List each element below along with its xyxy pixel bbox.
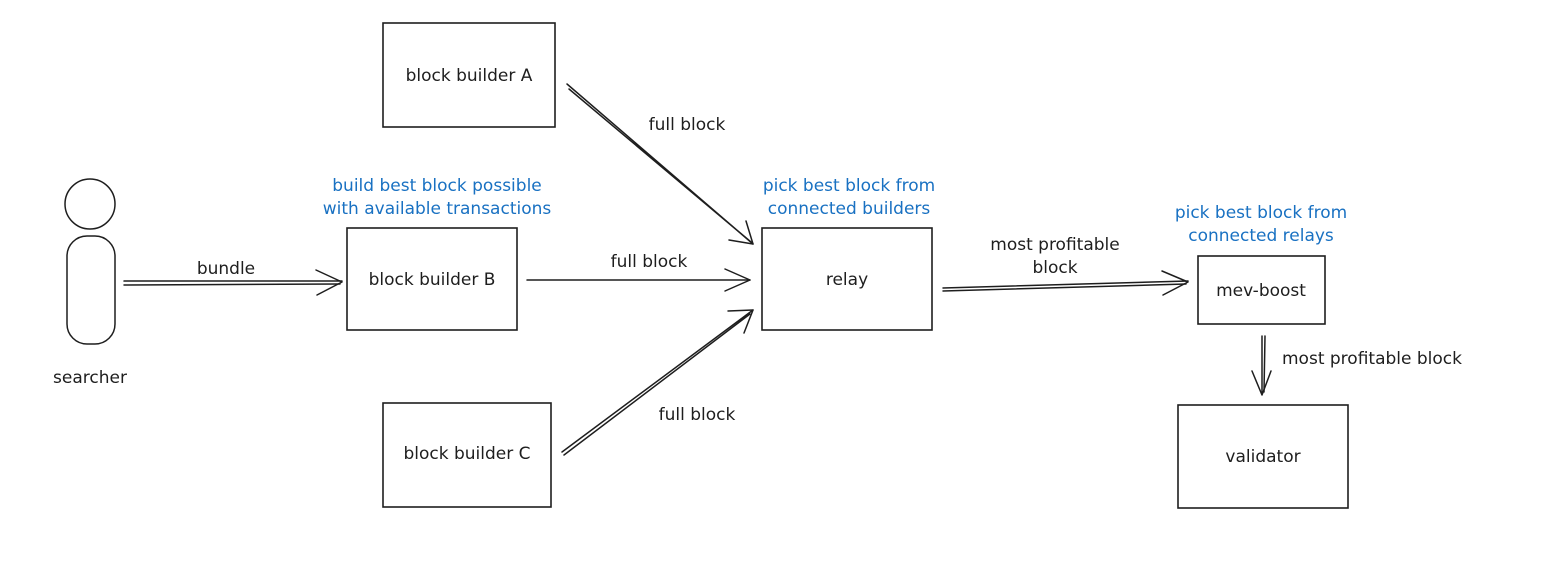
c-to-relay-label: full block <box>659 405 736 425</box>
mev-boost-to-validator-arrowhead-icon <box>1251 370 1272 396</box>
c-to-relay-arrow-line <box>561 309 754 456</box>
b-to-relay-label: full block <box>611 252 688 272</box>
relay-label: relay <box>826 270 868 290</box>
relay-note-line-1: pick best block from <box>763 176 935 196</box>
block-builder-c-box <box>382 402 552 508</box>
mev-boost-note: pick best block from connected relays <box>1175 203 1347 246</box>
validator-label: validator <box>1225 447 1300 467</box>
mev-boost-note-line-1: pick best block from <box>1175 203 1347 223</box>
searcher-actor[interactable]: searcher <box>53 178 127 388</box>
block-builder-c-label: block builder C <box>403 444 530 464</box>
edge-relay-to-mev-boost[interactable]: most profitable block <box>942 235 1189 296</box>
edge-bundle[interactable]: bundle <box>123 259 343 296</box>
mev-boost-node[interactable]: mev-boost <box>1197 255 1326 325</box>
mev-boost-box <box>1197 255 1326 325</box>
edge-builder-b-to-relay[interactable]: full block <box>526 252 751 292</box>
block-builder-b-box <box>346 227 518 331</box>
edge-builder-a-to-relay[interactable]: full block <box>566 83 754 245</box>
bundle-arrow-line <box>123 280 343 286</box>
builder-b-note-line-2: with available transactions <box>323 199 552 219</box>
block-builder-c-node[interactable]: block builder C <box>382 402 552 508</box>
block-builder-a-label: block builder A <box>406 66 533 86</box>
a-to-relay-arrowhead-icon <box>728 220 754 245</box>
block-builder-b-node[interactable]: block builder B <box>346 227 518 331</box>
bundle-label: bundle <box>197 259 255 279</box>
validator-node[interactable]: validator <box>1177 404 1349 509</box>
block-builder-b-label: block builder B <box>369 270 496 290</box>
mev-boost-label: mev-boost <box>1216 281 1306 301</box>
validator-box <box>1177 404 1349 509</box>
mev-boost-to-validator-label: most profitable block <box>1282 349 1462 369</box>
mev-boost-note-line-2: connected relays <box>1188 226 1334 246</box>
block-builder-a-node[interactable]: block builder A <box>382 22 556 128</box>
relay-note-line-2: connected builders <box>768 199 931 219</box>
relay-to-mev-boost-label-line-2: block <box>1032 258 1077 278</box>
relay-to-mev-boost-arrowhead-icon <box>1161 270 1189 296</box>
relay-to-mev-boost-arrow-line <box>942 280 1189 292</box>
searcher-label: searcher <box>53 368 127 388</box>
relay-box <box>761 227 933 331</box>
searcher-body-icon <box>66 235 116 345</box>
edge-builder-c-to-relay[interactable]: full block <box>561 309 754 456</box>
a-to-relay-label: full block <box>649 115 726 135</box>
bundle-arrowhead-icon <box>315 269 343 296</box>
block-builder-a-box <box>382 22 556 128</box>
relay-note: pick best block from connected builders <box>763 176 935 219</box>
b-to-relay-arrowhead-icon <box>724 268 751 292</box>
relay-to-mev-boost-label-line-1: most profitable <box>990 235 1119 255</box>
builder-b-note: build best block possible with available… <box>323 176 552 219</box>
searcher-head-icon <box>64 178 116 230</box>
mev-boost-to-validator-arrow-line <box>1261 335 1266 395</box>
edge-mev-boost-to-validator[interactable]: most profitable block <box>1251 335 1462 396</box>
a-to-relay-arrow-line <box>566 83 754 245</box>
relay-node[interactable]: relay <box>761 227 933 331</box>
builder-b-note-line-1: build best block possible <box>332 176 542 196</box>
c-to-relay-arrowhead-icon <box>727 309 754 334</box>
